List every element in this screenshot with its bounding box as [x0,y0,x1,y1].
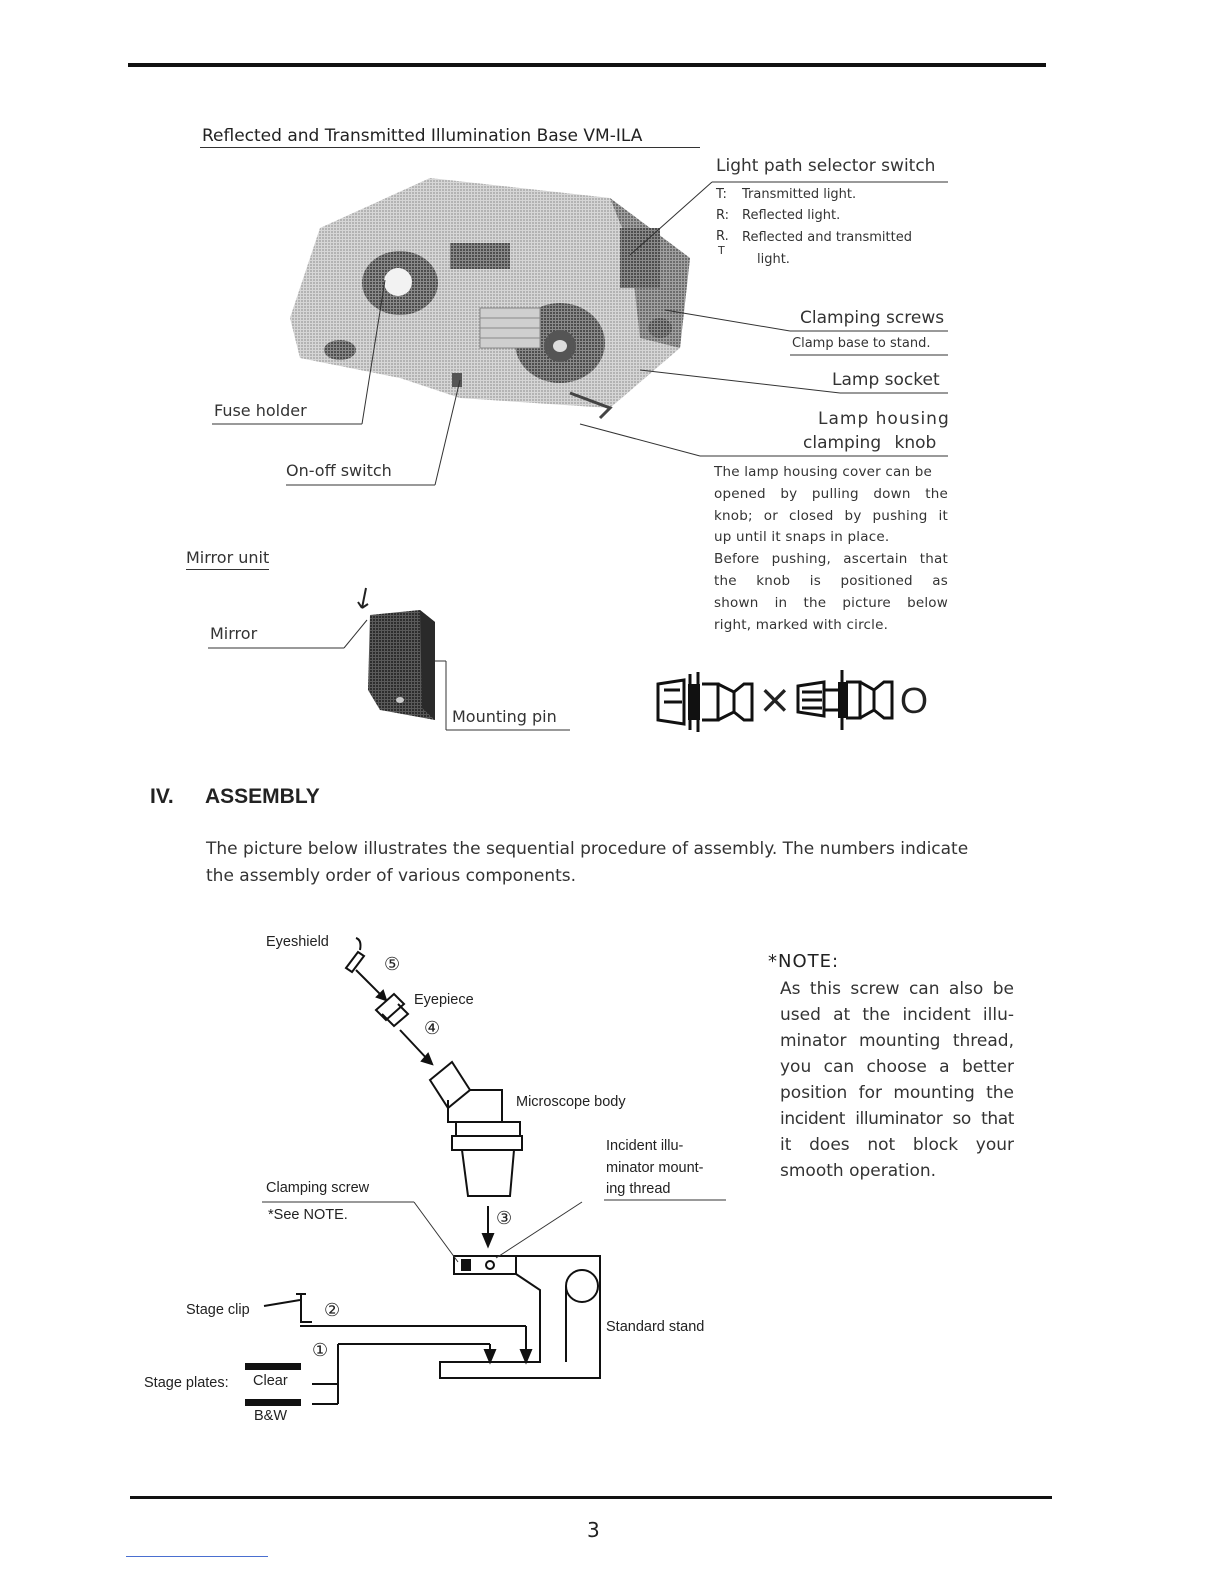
t-code: T: [716,187,727,202]
clamping-screws-label: Clamping screws [800,308,945,328]
section-heading: ASSEMBLY [205,785,320,808]
base-leader-lines [208,181,948,731]
rt-code-top: R. [716,229,729,244]
clamping-screws-desc: Clamp base to stand. [792,336,931,351]
incident-label-3: ing thread [606,1181,671,1197]
knob-wrong-position-icon [656,672,754,732]
illumination-base-photo [290,178,690,420]
base-section-title: Reflected and Transmitted Illumination B… [200,126,700,148]
step-3: ③ [496,1208,513,1228]
lamp-desc-line: up until it snaps in place. [714,529,890,546]
standard-stand-label: Standard stand [606,1319,705,1335]
lamp-housing-label-1: Lamp housing [818,409,950,429]
mirror-label: Mirror [210,624,258,643]
assembly-intro-line-2: the assembly order of various components… [206,866,577,886]
mounting-pin-label: Mounting pin [452,707,557,726]
rt-text-2: light. [757,252,790,267]
assembly-intro-line-1: The picture below illustrates the sequen… [206,839,969,859]
note-line: smooth operation. [780,1161,937,1181]
rt-code-bottom: T [718,244,725,257]
top-rule [128,63,1046,67]
note-body: As this screw can also be used at the in… [780,976,1014,1184]
eyeshield-label: Eyeshield [266,934,329,950]
stage-plates-label: Stage plates: [144,1375,229,1391]
step-4: ④ [424,1018,441,1038]
section-number: IV. [150,785,174,808]
footer-link-line [126,1556,268,1557]
step-2: ② [324,1300,341,1320]
onoff-switch-label: On-off switch [286,461,392,480]
mirror-unit-label: Mirror unit [186,548,270,570]
rt-text-1: Reflected and transmitted [742,230,912,245]
knob-correct-mark: O [900,680,929,721]
lamp-desc-line: knob; or closed by pushing it [714,507,948,524]
note-line: minator mounting thread, [780,1031,1014,1051]
t-text: Transmitted light. [742,187,857,202]
r-code: R: [716,208,730,223]
bw-plate-label: B&W [254,1408,288,1424]
page-number: 3 [587,1518,600,1542]
note-line: position for mounting the [780,1083,1014,1103]
bottom-rule [130,1496,1052,1499]
lamp-desc-line: opened by pulling down the [714,485,948,502]
incident-label-1: Incident illu- [606,1138,684,1154]
incident-label-2: minator mount- [606,1160,704,1176]
eyepiece-label: Eyepiece [414,992,474,1008]
lamp-housing-label-2: clamping knob [803,433,937,453]
lamp-desc-line: shown in the picture below [714,594,948,611]
lamp-desc-line: the knob is positioned as [714,572,948,589]
stage-clip-label: Stage clip [186,1302,250,1318]
clear-plate-label: Clear [253,1373,288,1389]
note-line: As this screw can also be [780,979,1014,999]
note-title: *NOTE: [768,951,840,972]
note-line: it does not block your [780,1135,1014,1155]
lamp-housing-desc: The lamp housing cover can be opened by … [714,462,948,636]
step-5: ⑤ [384,954,401,974]
light-path-label: Light path selector switch [716,156,936,176]
mirror-unit-photo [357,587,435,720]
clamping-screw-label: Clamping screw [266,1180,370,1196]
lamp-socket-label: Lamp socket [832,370,940,390]
lamp-desc-line: The lamp housing cover can be [714,464,933,480]
note-line: used at the incident illu- [780,1005,1014,1025]
knob-correct-position-icon [796,670,894,730]
knob-wrong-mark: × [758,677,792,723]
note-line: you can choose a better [780,1057,1014,1077]
r-text: Reflected light. [742,208,841,223]
lamp-desc-line: right, marked with circle. [714,616,889,633]
lamp-desc-line: Before pushing, ascertain that [714,551,948,568]
fuse-holder-label: Fuse holder [214,401,307,420]
assembly-diagram [245,937,726,1406]
microscope-body-label: Microscope body [516,1094,626,1110]
step-1: ① [312,1340,329,1360]
see-note-label: *See NOTE. [268,1207,348,1223]
note-line: incident illuminator so that [780,1109,1014,1129]
